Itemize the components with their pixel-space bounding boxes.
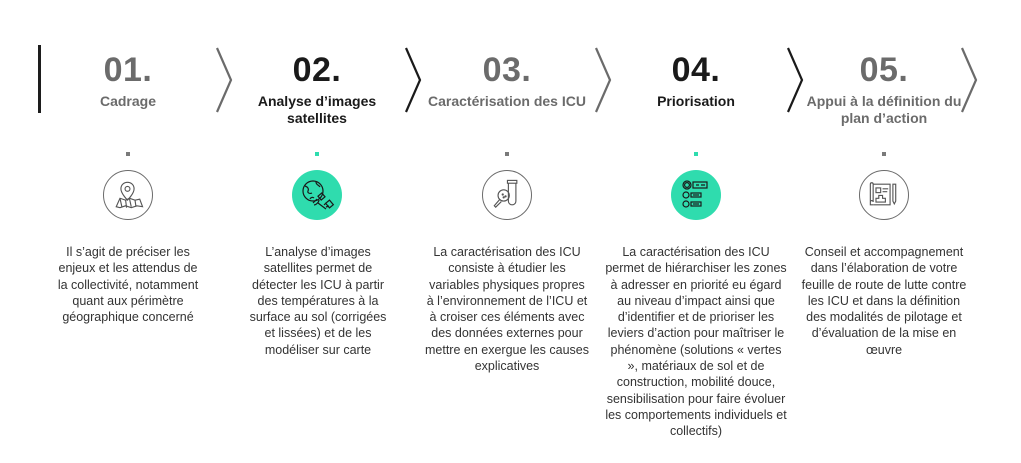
step-marker-dot (505, 152, 509, 156)
step-marker-dot (315, 152, 319, 156)
step-description: L’analyse d’images satellites permet de … (249, 245, 387, 357)
step-description: La caractérisation des ICU consiste à ét… (425, 245, 589, 374)
step-number: 01. (103, 51, 153, 89)
magnifier-test-tube-icon (482, 170, 532, 220)
step-number: 02. (292, 51, 342, 89)
step-marker-dot (694, 152, 698, 156)
step-number: 04. (671, 51, 721, 89)
step-title: Cadrage (99, 93, 157, 109)
step-caracterisation-icu: 03. Caractérisation des ICU La caractéri… (412, 0, 602, 463)
step-cadrage: 01. Cadrage Il s’agit de préciser les en… (33, 0, 223, 463)
chevron-right-icon (593, 46, 613, 114)
step-title: Appui à la définition du plan d’action (806, 93, 962, 126)
step-marker-dot (126, 152, 130, 156)
step-number: 05. (859, 51, 909, 89)
map-pin-icon (103, 170, 153, 220)
chevron-right-icon (785, 46, 805, 114)
step-title: Priorisation (657, 93, 735, 109)
step-title: Analyse d’images satellites (257, 93, 377, 126)
step-number: 03. (482, 51, 532, 89)
timeline-start-bar (38, 45, 41, 113)
chevron-right-icon (403, 46, 423, 114)
chevron-right-icon (214, 46, 234, 114)
step-analyse-images-satellites: 02. Analyse d’images satellites L’analys… (222, 0, 412, 463)
ranked-list-icon (671, 170, 721, 220)
step-description: Conseil et accompagnement dans l’élabora… (801, 245, 967, 357)
chevron-right-icon (959, 46, 979, 114)
satellite-globe-icon (292, 170, 342, 220)
step-description: La caractérisation des ICU permet de hié… (605, 245, 787, 439)
blueprint-plan-icon (859, 170, 909, 220)
step-appui-plan-action: 05. Appui à la définition du plan d’acti… (789, 0, 979, 463)
step-marker-dot (882, 152, 886, 156)
step-priorisation: 04. Priorisation La caractérisation des … (601, 0, 791, 463)
step-title: Caractérisation des ICU (428, 93, 586, 109)
step-description: Il s’agit de préciser les enjeux et les … (57, 245, 199, 325)
